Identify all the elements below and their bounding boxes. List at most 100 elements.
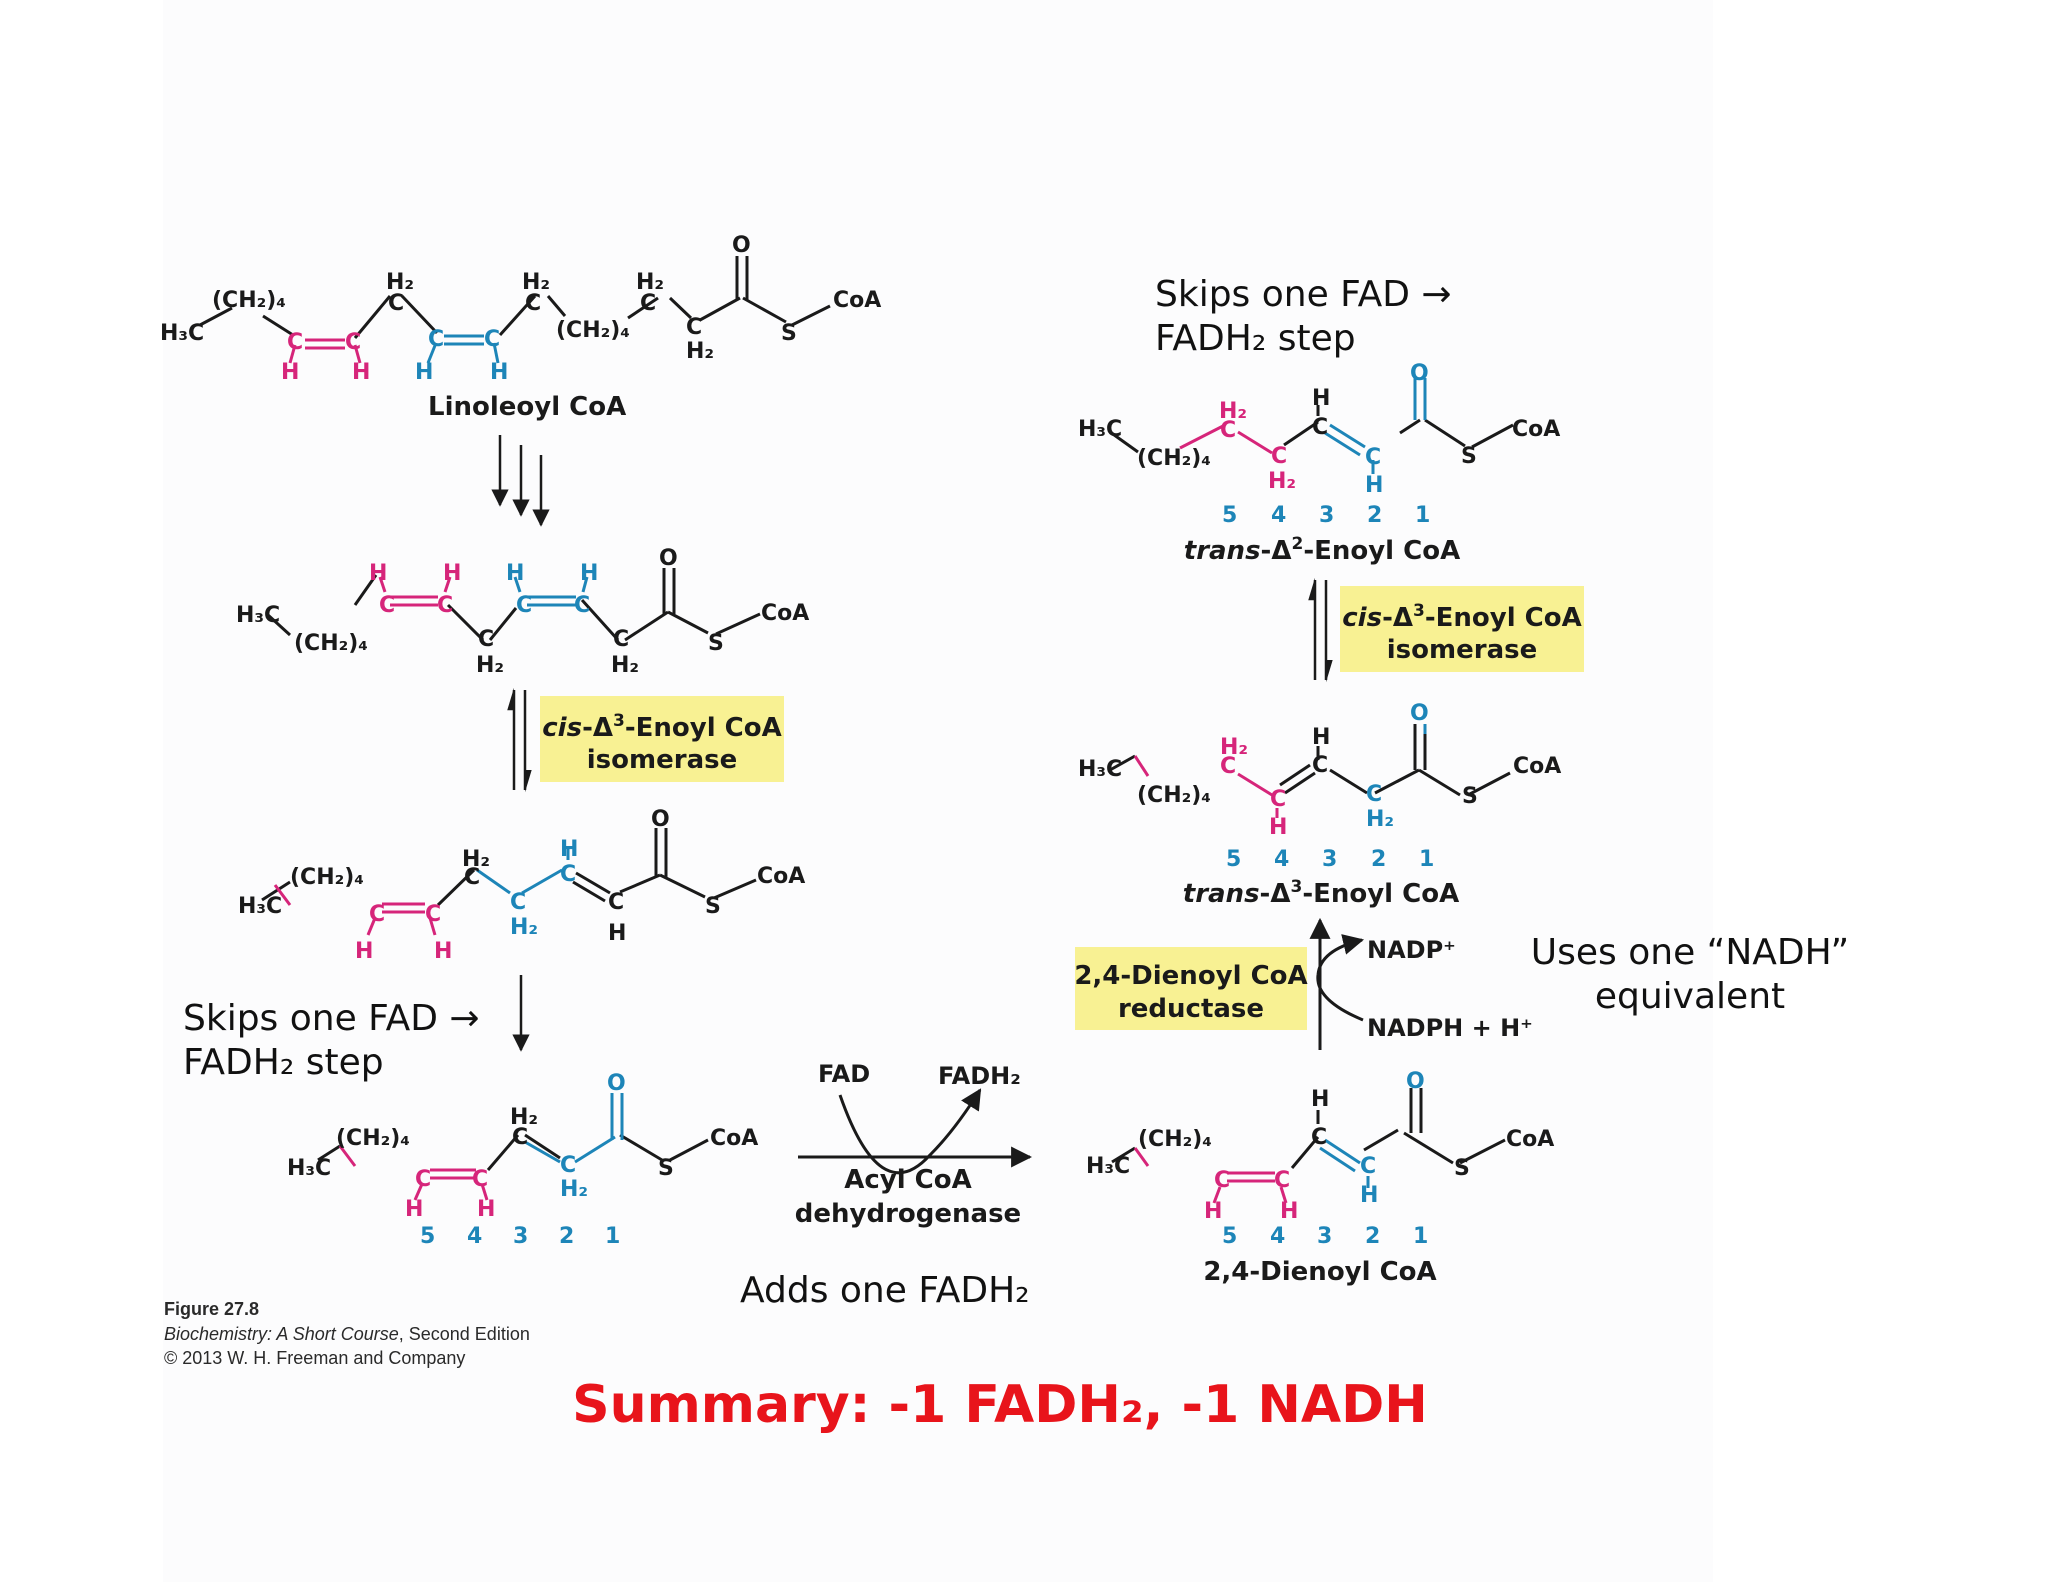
atom-coa: CoA [1513,754,1561,779]
atom-h: H [1311,1087,1329,1112]
atom-ch2-4: (CH₂)₄ [1137,446,1211,471]
atom-c: C [287,330,303,355]
atom-c: C [1312,753,1328,778]
carbon-number: 5 [420,1224,435,1249]
dienoyl-coa-label: 2,4-Dienoyl CoA [1203,1257,1436,1287]
atom-coa: CoA [833,288,881,313]
atom-h: H [405,1197,423,1222]
atom-c: C [560,1153,576,1178]
atom-o: O [607,1071,626,1096]
adds-fadh2-note: Adds one FADH₂ [740,1270,1030,1311]
atom-c: C [510,890,526,915]
atom-ch2-4: (CH₂)₄ [1137,783,1211,808]
reductase-label-line1: 2,4-Dienoyl CoA [1074,961,1307,991]
atom-h2: H₂ [611,653,639,678]
atom-c: C [574,593,590,618]
atom-h3c: H₃C [1078,417,1122,442]
fadh2-label: FADH₂ [938,1062,1021,1090]
atom-o: O [659,546,678,571]
figure-copyright: © 2013 W. H. Freeman and Company [164,1348,465,1368]
atom-o: O [1406,1069,1425,1094]
carbon-number: 4 [1270,1224,1285,1249]
atom-h: H [1204,1199,1222,1224]
atom-coa: CoA [710,1126,758,1151]
atom-coa: CoA [761,601,809,626]
atom-h2: H₂ [560,1177,588,1202]
reductase-box [1075,947,1307,1030]
carbon-number: 2 [559,1224,574,1249]
dehydrogenase-label-line2: dehydrogenase [795,1199,1021,1229]
reductase-reaction: 2,4-Dienoyl CoA reductase NADP⁺ NADPH + … [1074,917,1533,1050]
atom-o: O [651,807,670,832]
carbon-number: 4 [467,1224,482,1249]
atom-coa: CoA [1512,417,1560,442]
atom-c: C [425,902,441,927]
atom-c: C [1274,1168,1290,1193]
atom-h: H [506,561,524,586]
carbon-number: 5 [1226,847,1241,872]
atom-s: S [658,1156,674,1181]
atom-c: C [640,291,656,316]
atom-o: O [732,233,751,258]
atom-ch2-4: (CH₂)₄ [212,288,286,313]
molecule-trans-d3-right: H₃C (CH₂)₄ H₂ C C H H C C H₂ O S CoA 5 4… [1078,701,1561,909]
isomerase-label-left-line2: isomerase [587,745,737,775]
atom-ch2-4: (CH₂)₄ [294,631,368,656]
atom-s: S [705,894,721,919]
carbon-number: 5 [1222,503,1237,528]
atom-c: C [379,593,395,618]
atom-h: H [1280,1199,1298,1224]
atom-h: H [580,561,598,586]
isomerase-box-left [540,696,784,782]
atom-h3c: H₃C [287,1156,331,1181]
atom-c: C [1312,415,1328,440]
atom-h2: H₂ [686,339,714,364]
atom-h2: H₂ [510,915,538,940]
atom-h: H [281,360,299,385]
atom-s: S [708,631,724,656]
skips-note-left-line2: FADH₂ step [183,1042,384,1083]
atom-h: H [355,939,373,964]
carbon-number: 1 [1413,1224,1428,1249]
atom-c: C [345,330,361,355]
skips-note-left-line1: Skips one FAD → [183,998,480,1039]
skips-note-right-line2: FADH₂ step [1155,318,1356,359]
atom-h3c: H₃C [236,603,280,628]
molecule-trans-d2-right: H₃C (CH₂)₄ H₂ C C H₂ H C C H O S CoA 5 4… [1078,361,1560,566]
nadp-label: NADP⁺ [1367,936,1456,964]
atom-ch2-4: (CH₂)₄ [556,318,630,343]
atom-coa: CoA [757,864,805,889]
atom-h3c: H₃C [238,894,282,919]
atom-c: C [1271,444,1287,469]
atom-h2: H₂ [462,847,490,872]
isomerase-label-right-line2: isomerase [1387,635,1537,665]
atom-c: C [388,291,404,316]
atom-h2: H₂ [636,270,664,295]
atom-h: H [369,561,387,586]
atom-s: S [1462,784,1478,809]
carbon-number: 5 [1222,1224,1237,1249]
atom-o: O [1410,361,1429,386]
atom-c: C [1214,1168,1230,1193]
atom-ch2-4: (CH₂)₄ [1138,1127,1212,1152]
carbon-number: 3 [1322,847,1337,872]
carbon-number: 3 [513,1224,528,1249]
nadph-label: NADPH + H⁺ [1367,1014,1533,1042]
atom-c: C [484,327,500,352]
carbon-number: 1 [605,1224,620,1249]
dehydrogenase-label-line1: Acyl CoA [844,1165,972,1195]
molecule-2-4-dienoyl-coa: H₃C (CH₂)₄ C C H H H C C H O S CoA 5 4 3… [1086,1069,1554,1287]
isomerase-label-left: cis-Δ3-Enoyl CoA [542,711,781,743]
atom-h3c: H₃C [160,321,204,346]
atom-h: H [560,837,578,862]
atom-ch2-4: (CH₂)₄ [336,1126,410,1151]
atom-c: C [613,627,629,652]
multi-step-arrows [491,435,550,527]
atom-c: C [1311,1125,1327,1150]
atom-h: H [1360,1183,1378,1208]
atom-c: C [512,1125,528,1150]
summary-line: Summary: -1 FADH₂, -1 NADH [572,1375,1428,1435]
isomerase-label-right: cis-Δ3-Enoyl CoA [1342,601,1581,633]
